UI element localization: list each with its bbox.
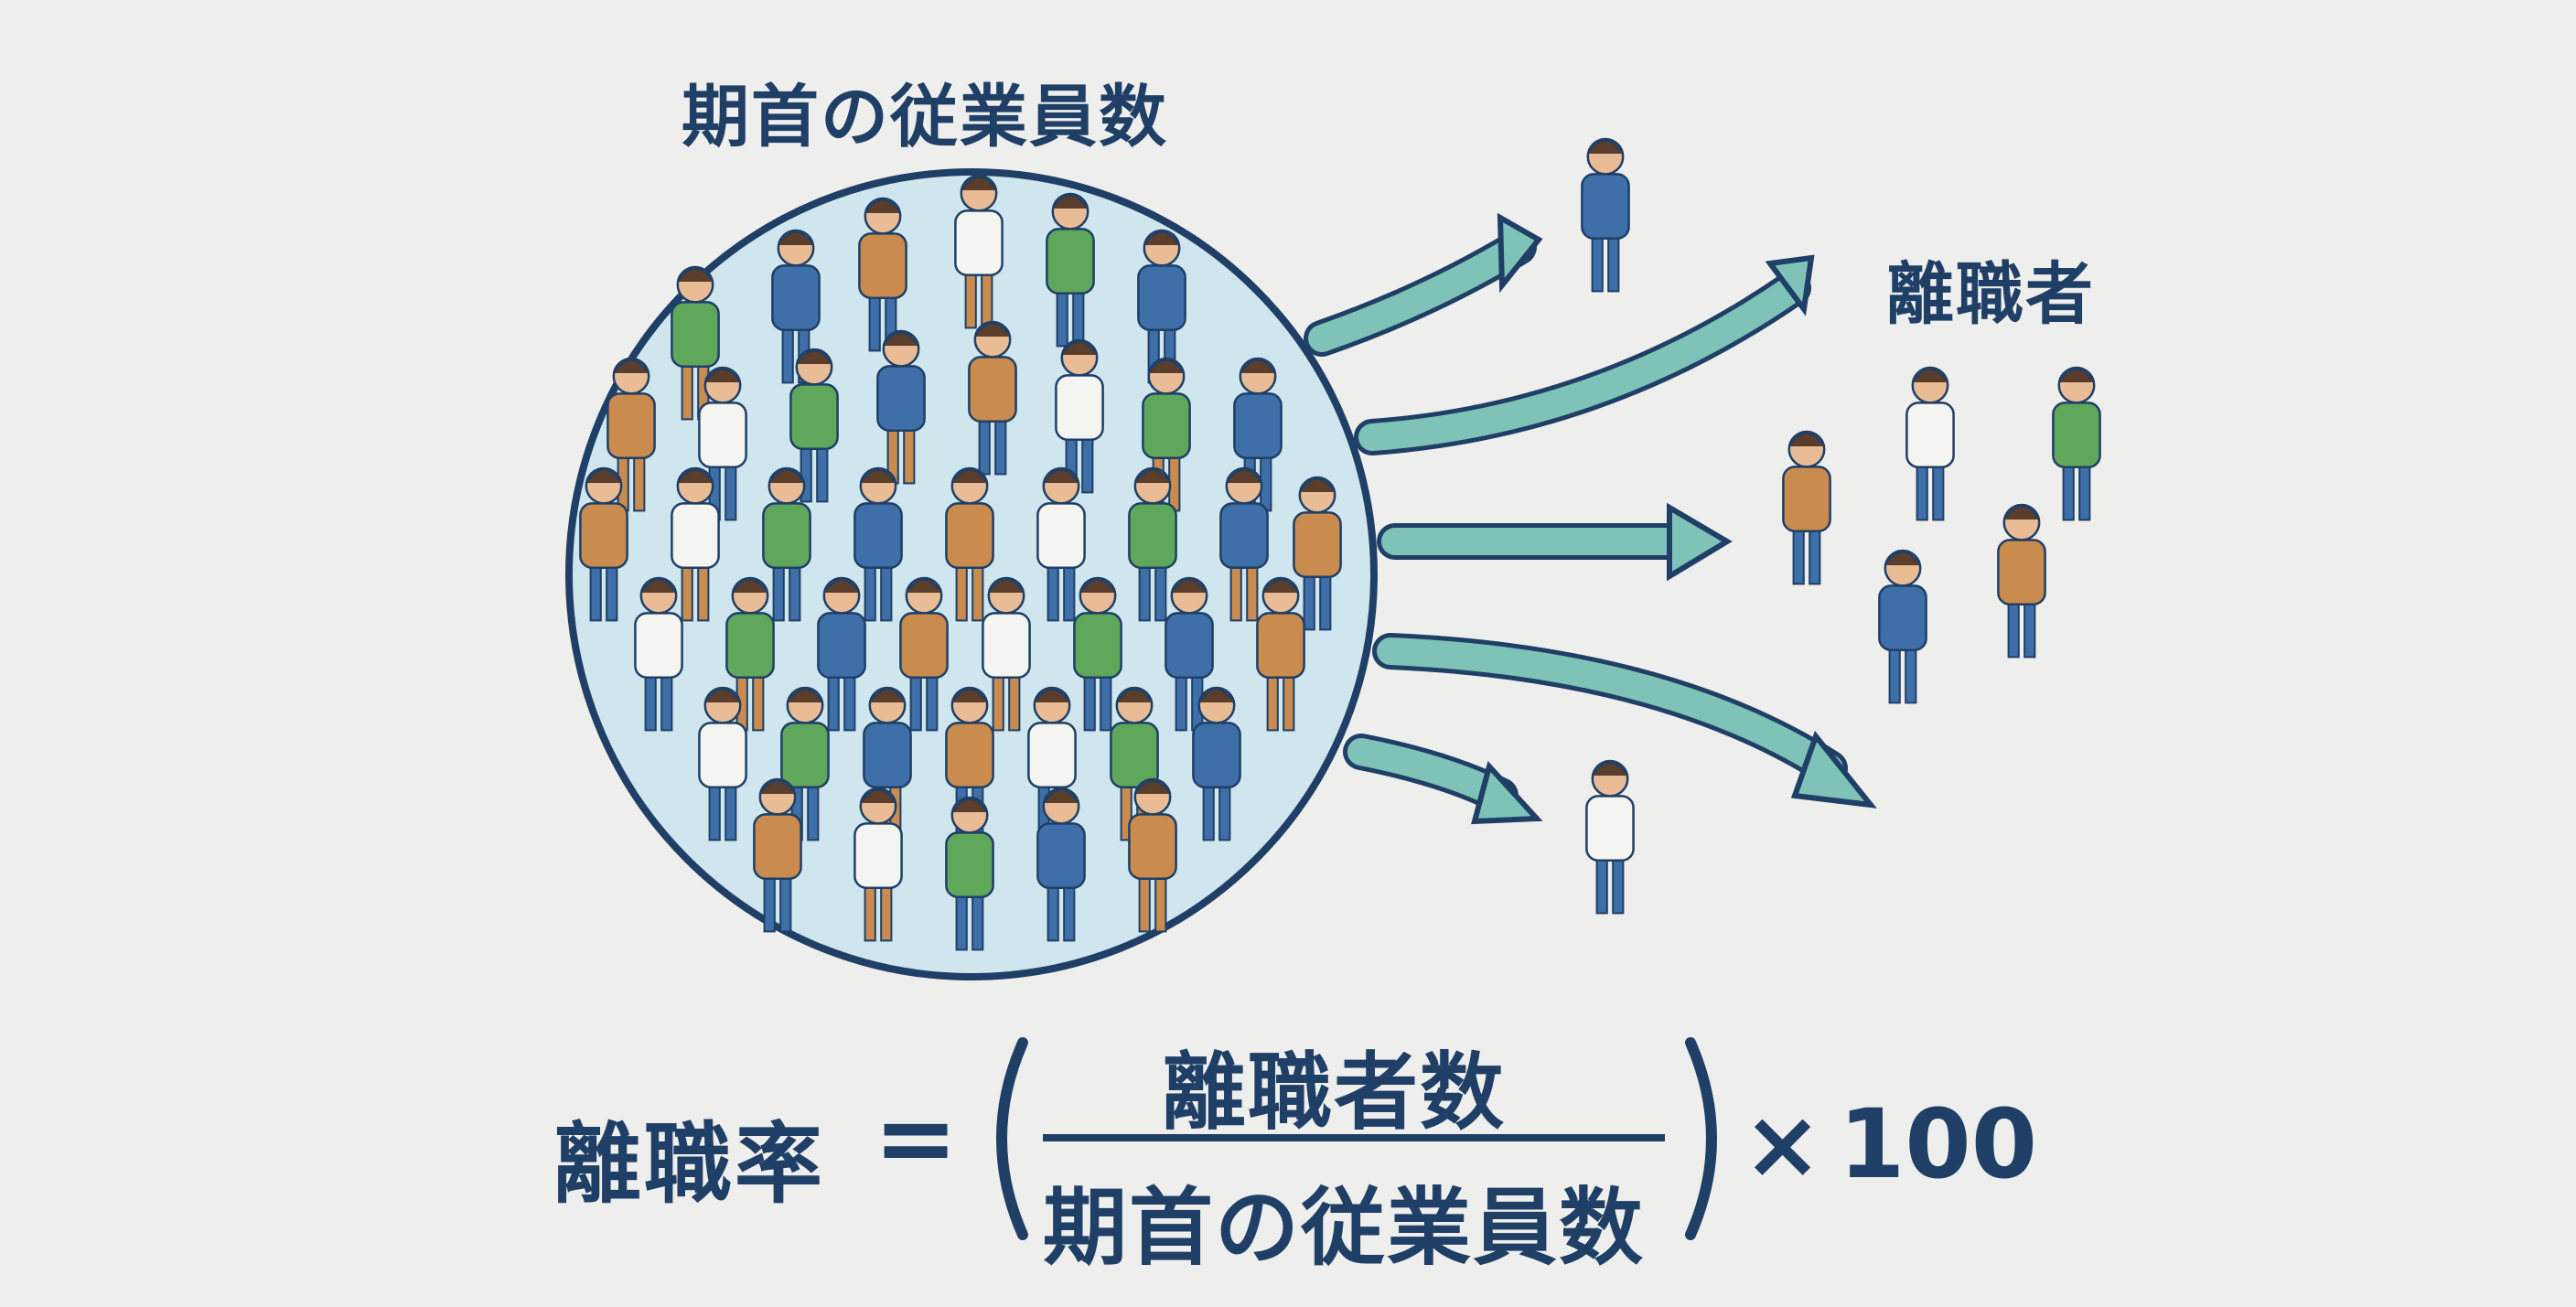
arrow-down-long-head xyxy=(1790,730,1877,809)
employee-figure xyxy=(698,366,747,521)
leaver-figure xyxy=(1585,759,1635,915)
arrow-right-head xyxy=(1667,502,1733,582)
employee-crowd xyxy=(579,174,1342,951)
leaver-figures xyxy=(1581,137,2101,915)
arrow-up-short xyxy=(1308,233,1532,352)
formula-factor: 100 xyxy=(1839,1088,2038,1200)
employee-figure xyxy=(1055,338,1104,494)
arrow-up-short-head xyxy=(1497,212,1543,294)
leaver-figure xyxy=(1997,503,2046,659)
employee-figure xyxy=(634,576,683,732)
employee-figure xyxy=(725,576,775,732)
employee-figure xyxy=(945,796,994,951)
right-paren xyxy=(1685,1037,1717,1240)
formula-equals: = xyxy=(874,1079,959,1196)
employee-figure xyxy=(1128,777,1177,933)
employee-figure xyxy=(1256,576,1305,732)
leaver-figure xyxy=(2052,366,2101,521)
employee-figure xyxy=(1293,476,1342,631)
formula-graphics xyxy=(996,1037,1717,1240)
employee-figure xyxy=(780,686,830,841)
leaver-figure xyxy=(1782,430,1831,585)
employee-figure xyxy=(853,787,903,942)
employee-group-title: 期首の従業員数 xyxy=(682,78,1168,156)
employee-figure xyxy=(789,348,839,503)
left-paren xyxy=(996,1037,1028,1240)
arrow-down-long xyxy=(1377,637,1843,782)
employee-figure xyxy=(606,357,656,512)
formula-numerator: 離職者数 xyxy=(1162,1044,1507,1141)
employee-figure xyxy=(753,777,802,933)
employee-figure xyxy=(853,466,903,622)
employee-figure xyxy=(762,466,811,622)
employee-figure xyxy=(899,576,949,732)
employee-figure xyxy=(954,174,1004,329)
employee-figure xyxy=(1192,686,1241,841)
arrow-up-long xyxy=(1358,274,1807,451)
formula-denominator: 期首の従業員数 xyxy=(1043,1179,1646,1277)
employee-figure xyxy=(1165,576,1214,732)
leaver-figure xyxy=(1878,549,1927,704)
employee-figure xyxy=(1219,466,1269,622)
leaver-figure xyxy=(1581,137,1630,293)
leaver-figure xyxy=(1905,366,1955,521)
employee-figure xyxy=(1036,787,1086,942)
arrow-down-short-head xyxy=(1471,760,1543,825)
leavers-title: 離職者 xyxy=(1886,255,2095,334)
employee-figure xyxy=(968,320,1017,476)
arrow-up-long-head xyxy=(1765,254,1815,316)
employee-figure xyxy=(671,265,720,421)
arrows xyxy=(1304,212,1877,825)
employee-figure xyxy=(876,329,926,485)
formula-multiply: × xyxy=(1743,1088,1823,1200)
employee-figure xyxy=(1036,466,1086,622)
employee-figure xyxy=(698,686,747,841)
employee-figure xyxy=(982,576,1031,732)
employee-figure xyxy=(579,466,628,622)
employee-figure xyxy=(817,576,866,732)
employee-figure xyxy=(945,466,994,622)
employee-figure xyxy=(1073,576,1122,732)
employee-figure xyxy=(863,686,912,841)
formula-turnover-rate: 離職率 xyxy=(553,1113,825,1216)
employee-figure xyxy=(1128,466,1177,622)
employee-figure xyxy=(858,197,907,352)
employee-figure xyxy=(1137,229,1186,384)
employee-figure xyxy=(671,466,720,622)
